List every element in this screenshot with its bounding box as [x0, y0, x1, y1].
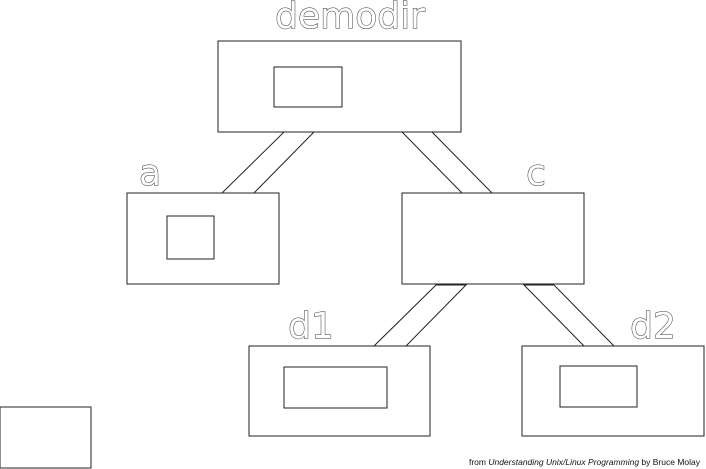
link-demodir-a	[220, 131, 316, 194]
node-label-demodir: demodir	[275, 0, 425, 37]
credit-suffix: by Bruce Molay	[639, 457, 701, 467]
node-label-d2: d2	[630, 306, 676, 347]
node-label-d1: d1	[288, 306, 334, 347]
credit-book-title: Understanding Unix/Linux Programming	[488, 457, 639, 467]
node-demodir: demodir	[217, 0, 462, 133]
link-c-d1	[372, 284, 468, 347]
directory-box-c	[401, 192, 585, 285]
link-c-d2	[522, 284, 616, 347]
entry-box-d2	[559, 365, 638, 408]
node-label-c: c	[526, 153, 546, 194]
node-d1: d1	[248, 306, 431, 437]
standalone-box	[0, 406, 92, 469]
entry-box-d1	[283, 366, 388, 409]
node-d2: d2	[521, 306, 705, 437]
entry-box-demodir	[273, 66, 343, 108]
credit-prefix: from	[469, 457, 488, 467]
credit-line: from Understanding Unix/Linux Programmin…	[469, 457, 701, 467]
node-label-a: a	[139, 153, 161, 194]
link-demodir-c	[400, 131, 494, 194]
node-a: a	[126, 153, 280, 285]
node-c: c	[401, 153, 585, 285]
entry-box-a	[166, 215, 215, 260]
